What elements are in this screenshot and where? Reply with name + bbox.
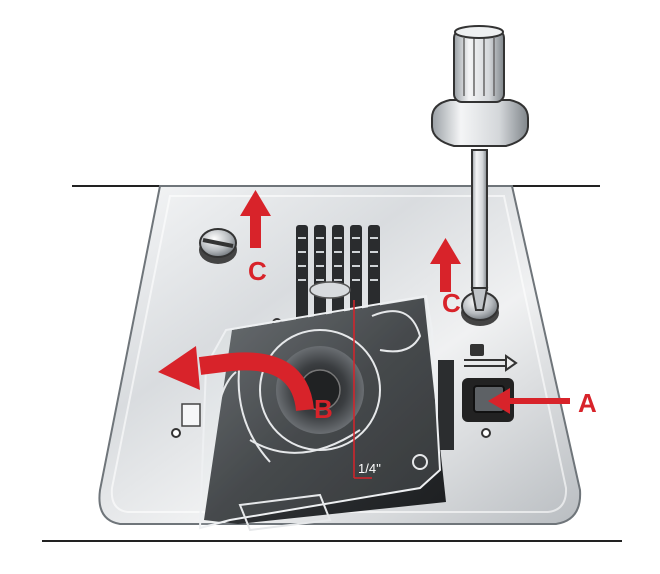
seam-guide-label: 1/4'' — [358, 461, 381, 476]
screwdriver-icon — [431, 25, 529, 311]
hole-icon — [481, 428, 491, 438]
latch-icon — [181, 403, 201, 427]
arrow-left-icon — [488, 388, 570, 414]
arrow-up-icon — [430, 238, 461, 292]
screw-icon — [199, 228, 237, 264]
label-c-right: C — [442, 288, 461, 318]
hole-icon — [171, 428, 181, 438]
feed-dogs — [296, 225, 380, 325]
arrow-up-icon — [240, 190, 271, 248]
rotate-arrow-icon — [158, 346, 314, 412]
arrow-icon — [464, 354, 518, 372]
label-b: B — [314, 394, 333, 424]
release-button-icon — [438, 344, 514, 450]
seam-guide — [353, 300, 372, 479]
label-a: A — [578, 388, 597, 418]
label-c-left: C — [248, 256, 267, 286]
